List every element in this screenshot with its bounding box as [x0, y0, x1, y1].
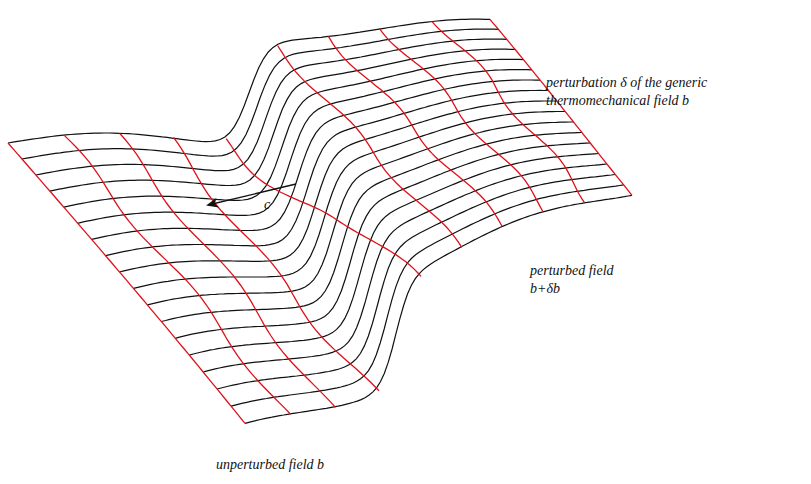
perturbation-line: [120, 133, 336, 407]
profile-line: [78, 70, 532, 224]
profile-line: [64, 59, 524, 207]
profile-line: [120, 101, 557, 272]
perturbation-line: [278, 46, 462, 248]
annotation-text: perturbed field b+δb: [530, 262, 640, 298]
profile-line: [161, 133, 582, 322]
profile-line: [8, 19, 490, 143]
perturbation-line: [174, 138, 379, 391]
profile-line: [92, 80, 540, 239]
profile-line: [134, 112, 566, 289]
profile-line: [189, 154, 598, 356]
profile-line: [36, 39, 507, 175]
annotation-text: perturbation δ of the generic thermomech…: [546, 74, 781, 110]
annotation-text: unperturbed field b: [190, 456, 350, 474]
perturbation-line: [8, 143, 245, 423]
perturbation-line: [328, 36, 502, 226]
surface-mesh: [8, 19, 632, 423]
perturbation-line: [432, 21, 585, 202]
arrow-c: [208, 184, 296, 205]
profile-line: [50, 49, 515, 191]
profile-line: [147, 122, 573, 305]
profile-line: [175, 143, 590, 338]
profile-line: [231, 185, 623, 406]
perturbation-line: [226, 139, 421, 277]
profile-line: [245, 195, 632, 423]
arrow-label: c: [264, 196, 278, 214]
